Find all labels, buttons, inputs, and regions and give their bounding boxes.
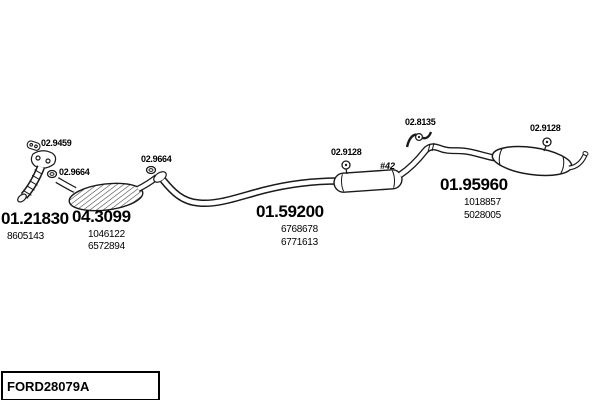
mid-pipe [160,177,339,208]
part-number-mid-muffler: 01.59200 [256,202,324,221]
oe-ref-catalyst-1: 1046122 [88,229,125,240]
part-number-front-gasket: 02.9459 [41,138,72,148]
part-number-rear-bracket: 02.8135 [405,117,436,127]
oe-ref-rear-muffler-2: 5028005 [464,210,501,221]
part-number-mid-ring: 02.9664 [141,154,172,164]
oe-ref-mid-muffler-1: 6768678 [281,224,318,235]
catalog-code-box: FORD28079A [1,371,160,400]
front-downpipe [17,165,45,203]
part-number-rear-muffler: 01.95960 [440,175,508,194]
oe-ref-mid-muffler-2: 6771613 [281,237,318,248]
ring-icon-front [46,169,58,179]
ring-icon-mid [145,165,157,175]
hanger-icon-mid [341,160,351,175]
oe-ref-front-pipe: 8605143 [7,231,44,242]
part-number-rear-hanger: 02.9128 [530,123,561,133]
hanger-icon-rear [542,137,552,152]
part-number-front-ring: 02.9664 [59,167,90,177]
oe-ref-rear-muffler-1: 1018857 [464,197,501,208]
mid-muffler [333,169,403,193]
part-number-mid-hanger: 02.9128 [331,147,362,157]
rear-connecting-pipe [398,142,496,178]
front-flange [30,150,57,169]
diagram-note: #42 [380,161,396,171]
part-number-front-pipe: 01.21830 [1,209,69,228]
tailpipe [568,151,589,171]
gasket-icon [26,140,41,151]
oe-ref-catalyst-2: 6572894 [88,241,125,252]
catalog-code: FORD28079A [7,378,90,394]
part-number-catalyst: 04.3099 [72,207,131,226]
outlet-flange [153,171,167,183]
rear-muffler [491,145,573,177]
bracket-icon [405,131,433,148]
catalytic-converter [55,174,160,212]
